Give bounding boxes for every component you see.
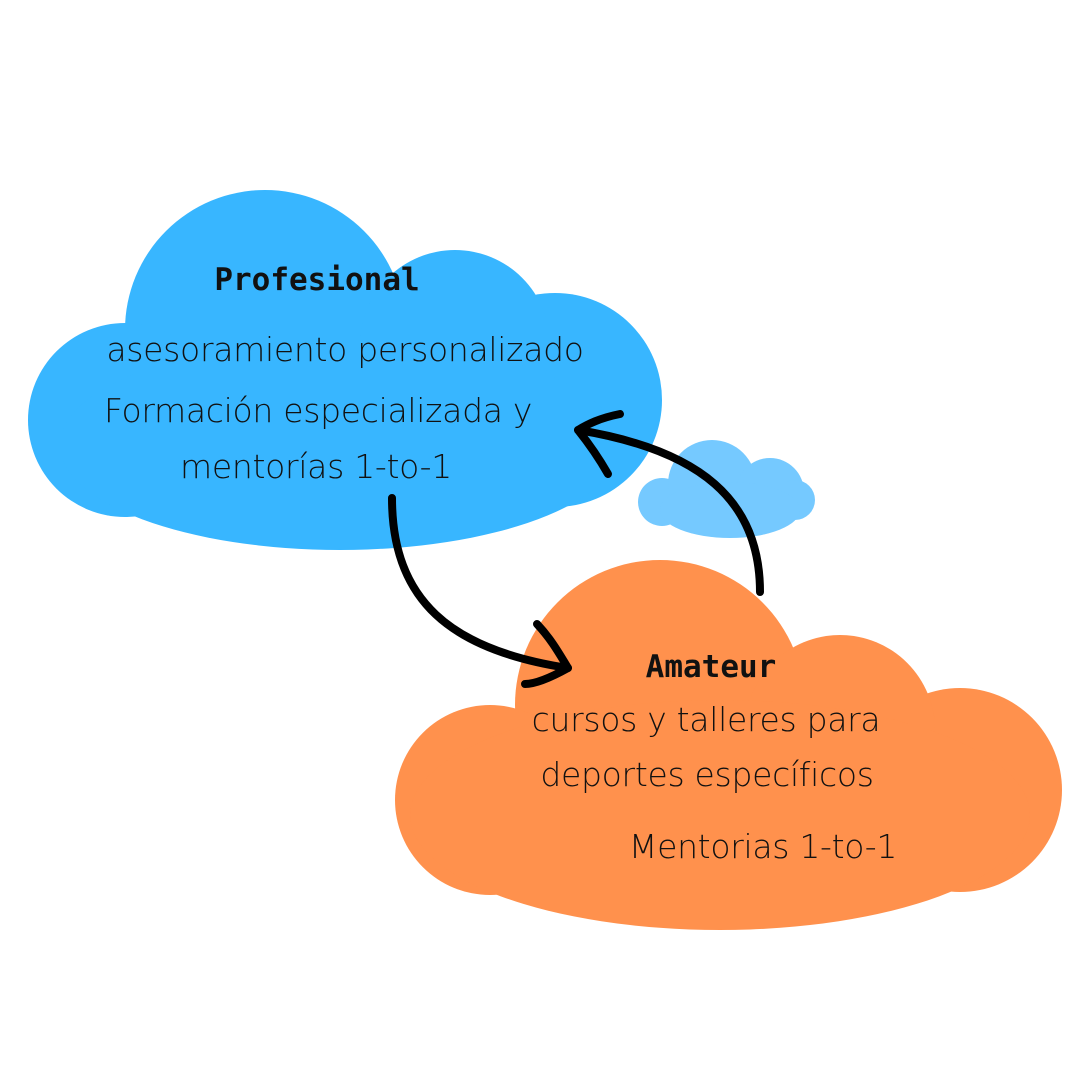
professional-line: Formación especializada y [103, 391, 533, 430]
amateur-cloud [395, 560, 1062, 930]
amateur-title: Amateur [645, 649, 777, 685]
professional-line: mentorías 1-to-1 [180, 447, 452, 486]
arrow-to-amateur [388, 494, 572, 688]
amateur-line: cursos y talleres para [531, 700, 881, 739]
professional-cloud [28, 190, 662, 550]
professional-title: Profesional [214, 262, 420, 298]
arrow-to-professional [574, 410, 764, 596]
amateur-line: Mentorias 1-to-1 [628, 827, 898, 866]
amateur-line: deportes específicos [540, 755, 874, 794]
professional-line: asesoramiento personalizado [106, 330, 584, 369]
